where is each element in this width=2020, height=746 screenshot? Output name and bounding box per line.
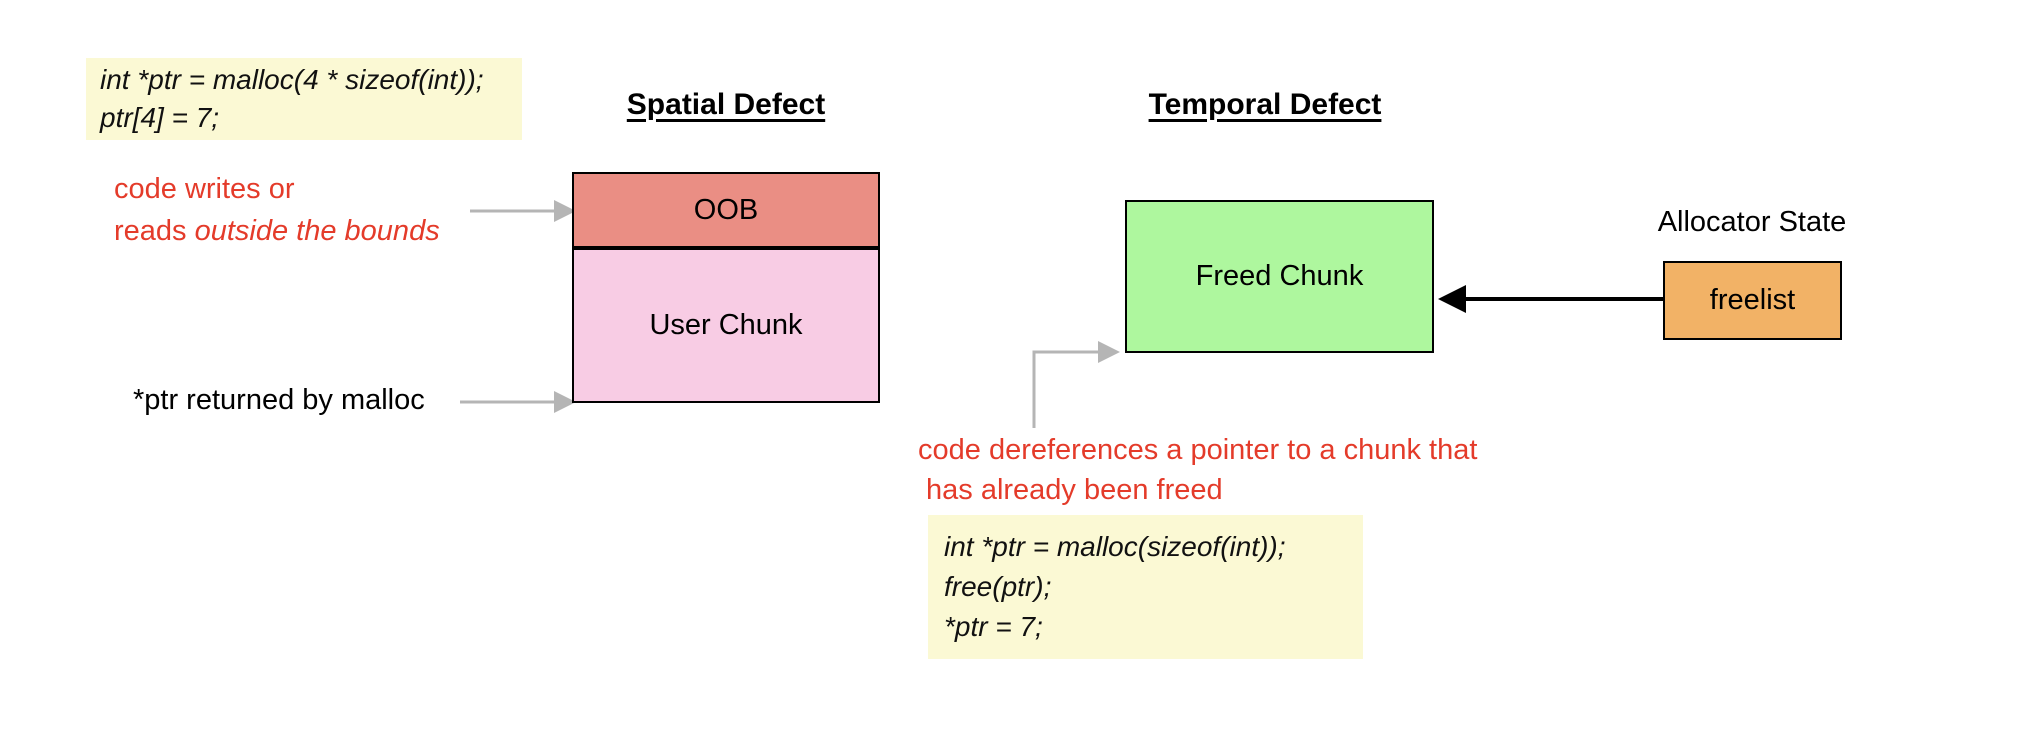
oob-box: OOB bbox=[572, 172, 880, 248]
allocator-state-label: Allocator State bbox=[1657, 206, 1847, 238]
malloc-pointer-arrow bbox=[460, 391, 576, 413]
temporal-defect-heading: Temporal Defect bbox=[1148, 88, 1382, 121]
oob-annotation-italic: outside the bounds bbox=[194, 215, 440, 247]
oob-annotation: code writes or reads outside the bounds bbox=[114, 168, 440, 252]
spatial-code-block: int *ptr = malloc(4 * sizeof(int)); ptr[… bbox=[86, 58, 522, 140]
user-chunk-box-label: User Chunk bbox=[649, 309, 803, 341]
uaf-annotation-line1: code dereferences a pointer to a chunk t… bbox=[918, 434, 1478, 466]
temporal-code-block: int *ptr = malloc(sizeof(int)); free(ptr… bbox=[928, 515, 1363, 659]
freelist-to-freed-chunk-arrow bbox=[1438, 285, 1663, 313]
freed-chunk-box-label: Freed Chunk bbox=[1195, 260, 1364, 292]
uaf-annotation-line2: has already been freed bbox=[926, 474, 1223, 506]
code-line: *ptr = 7; bbox=[944, 611, 1043, 642]
code-line: int *ptr = malloc(sizeof(int)); bbox=[944, 531, 1286, 562]
freed-chunk-box: Freed Chunk bbox=[1125, 200, 1434, 353]
oob-pointer-arrow bbox=[470, 200, 576, 222]
code-line: int *ptr = malloc(4 * sizeof(int)); bbox=[100, 64, 484, 95]
use-after-free-annotation: code dereferences a pointer to a chunk t… bbox=[918, 430, 1477, 510]
freelist-box: freelist bbox=[1663, 261, 1842, 340]
ptr-returned-label: *ptr returned by malloc bbox=[133, 384, 425, 416]
freed-chunk-elbow-arrow bbox=[1032, 341, 1120, 428]
oob-box-label: OOB bbox=[693, 193, 759, 226]
user-chunk-box: User Chunk bbox=[572, 248, 880, 403]
code-line: ptr[4] = 7; bbox=[100, 102, 220, 133]
spatial-defect-heading: Spatial Defect bbox=[626, 88, 826, 121]
freelist-box-label: freelist bbox=[1709, 284, 1796, 316]
oob-annotation-line2: reads outside the bounds bbox=[114, 215, 440, 247]
code-line: free(ptr); bbox=[944, 571, 1052, 602]
oob-annotation-line1: code writes or bbox=[114, 173, 295, 205]
